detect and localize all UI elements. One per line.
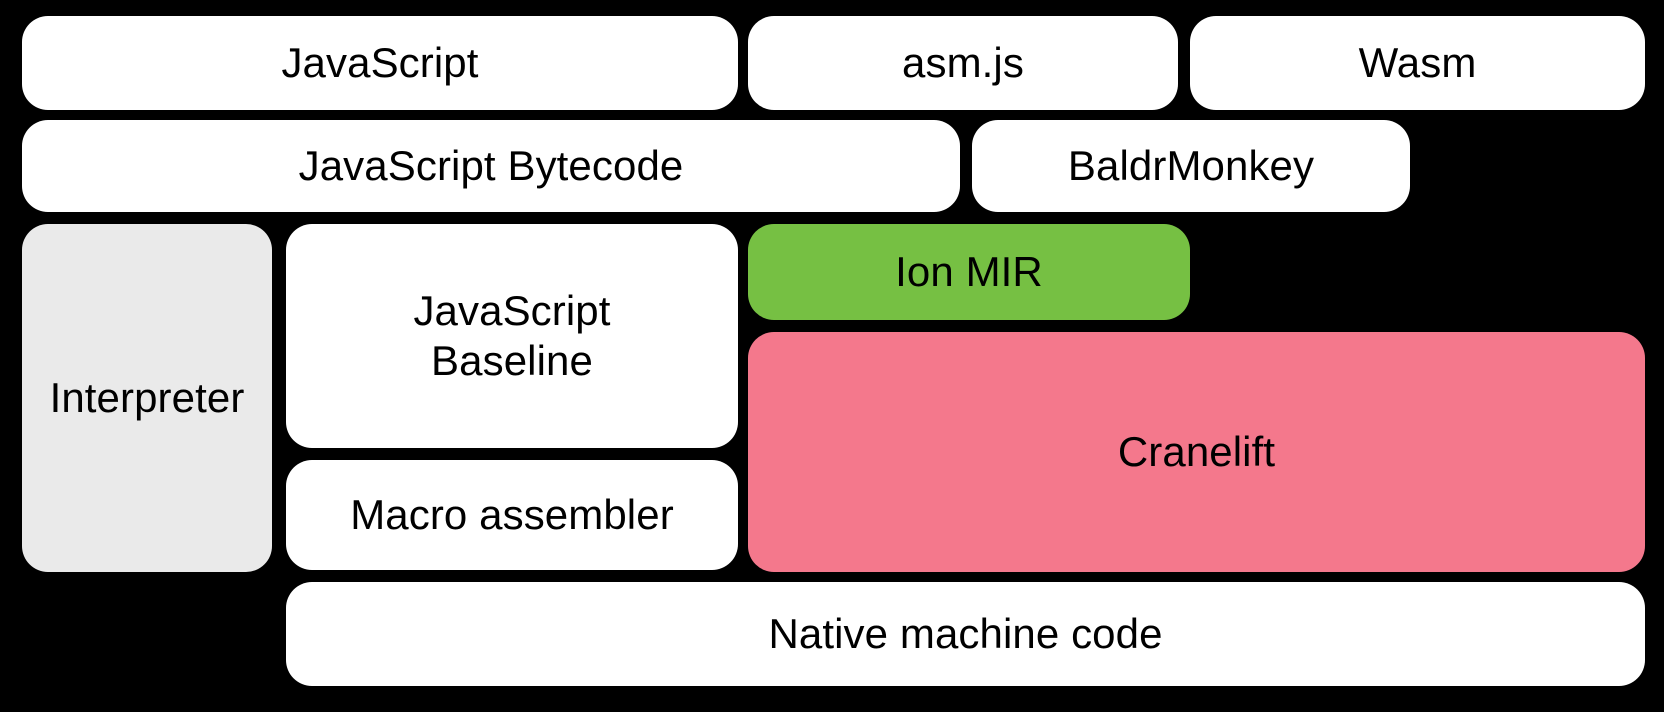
node-javascript-bytecode: JavaScript Bytecode: [22, 120, 960, 212]
node-javascript: JavaScript: [22, 16, 738, 110]
node-interpreter: Interpreter: [22, 224, 272, 572]
node-wasm: Wasm: [1190, 16, 1645, 110]
node-ion-mir: Ion MIR: [748, 224, 1190, 320]
node-asm-js: asm.js: [748, 16, 1178, 110]
node-javascript-baseline: JavaScript Baseline: [286, 224, 738, 448]
node-native-machine-code: Native machine code: [286, 582, 1645, 686]
node-cranelift: Cranelift: [748, 332, 1645, 572]
node-macro-assembler: Macro assembler: [286, 460, 738, 570]
node-baldrmonkey: BaldrMonkey: [972, 120, 1410, 212]
